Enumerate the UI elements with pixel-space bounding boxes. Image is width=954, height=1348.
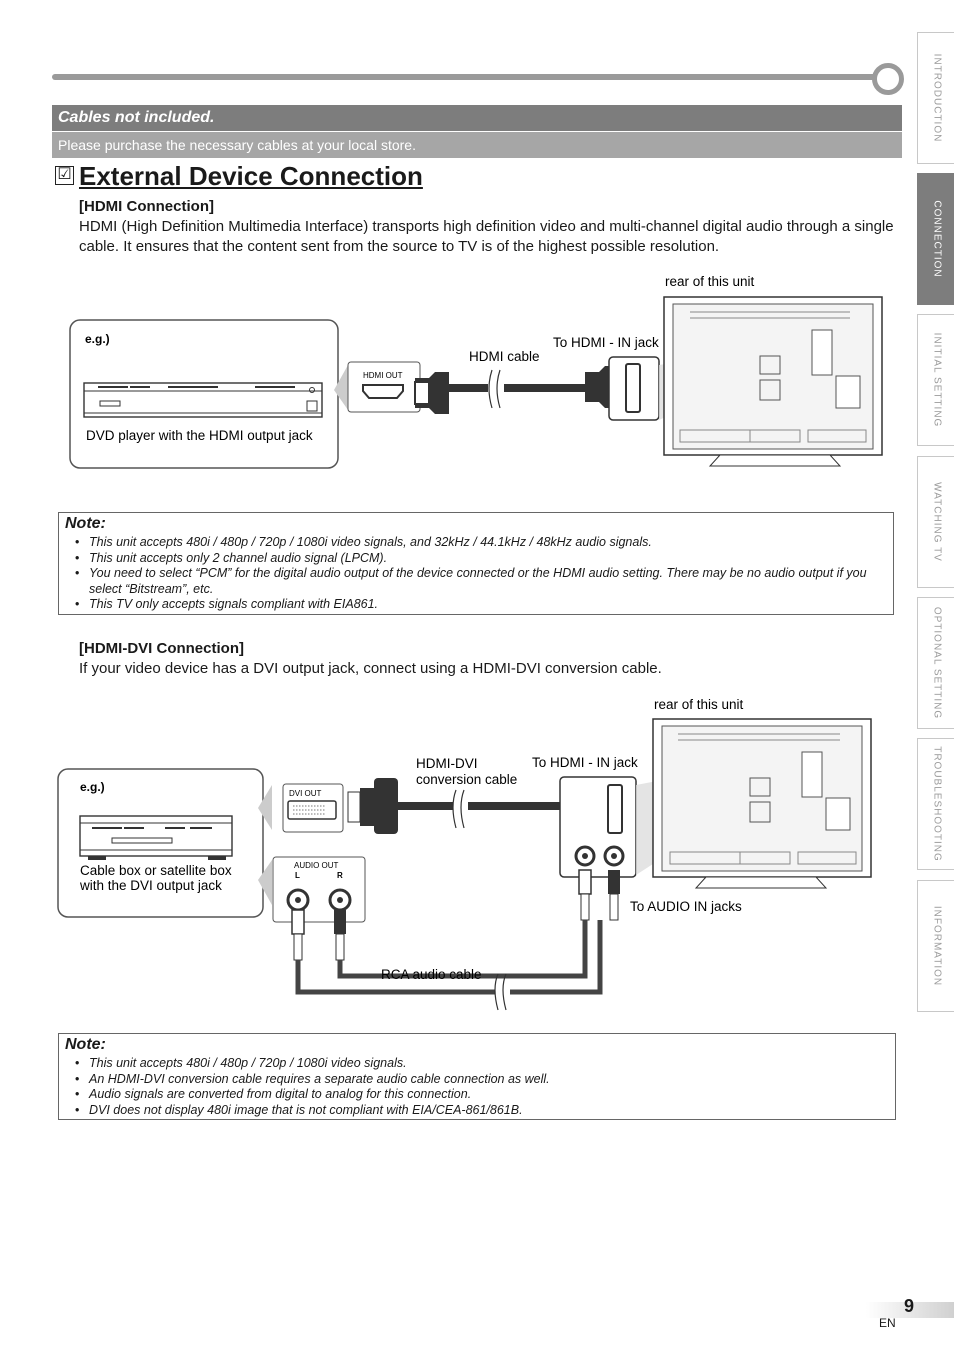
dvd-player-icon	[83, 382, 323, 418]
hdmi-in-port	[625, 363, 641, 413]
cable-box-icon	[79, 815, 233, 860]
hdmi-subhead: [HDMI Connection]	[79, 198, 214, 215]
tab-initial-setting[interactable]: INITIAL SETTING	[917, 314, 954, 446]
tab-troubleshooting[interactable]: TROUBLESHOOTING	[917, 738, 954, 870]
note-item: This TV only accepts signals compliant w…	[75, 597, 893, 613]
top-rule	[52, 74, 882, 80]
tab-label: INITIAL SETTING	[931, 332, 942, 428]
jack-label: To HDMI - IN jack	[532, 755, 638, 770]
hdmi-port-icon	[362, 384, 404, 399]
note-item: You need to select “PCM” for the digital…	[75, 566, 893, 597]
tv-jack-panel	[559, 776, 637, 878]
hdmi-dvi-connection-diagram: e.g.) Cable box or satellite box with th…	[57, 697, 872, 1011]
device-caption: DVD player with the HDMI output jack	[86, 428, 313, 443]
dvi-plug	[360, 788, 374, 826]
device-caption-line-1: Cable box or satellite box	[80, 863, 232, 878]
tab-information[interactable]: INFORMATION	[917, 880, 954, 1012]
tab-introduction[interactable]: INTRODUCTION	[917, 32, 954, 164]
tab-optional-setting[interactable]: OPTIONAL SETTING	[917, 597, 954, 729]
rca-plugs-tv	[578, 869, 620, 921]
tab-connection[interactable]: CONNECTION	[917, 173, 954, 305]
note-list: This unit accepts 480i / 480p / 720p / 1…	[65, 1056, 895, 1118]
note-dvi: Note: This unit accepts 480i / 480p / 72…	[58, 1033, 896, 1120]
cable-label: HDMI cable	[469, 349, 540, 364]
note-list: This unit accepts 480i / 480p / 720p / 1…	[65, 535, 893, 613]
callout-wedge	[334, 365, 348, 410]
audio-l-label: L	[295, 871, 300, 880]
cable-label-line-2: conversion cable	[416, 772, 517, 787]
tab-label: TROUBLESHOOTING	[931, 746, 942, 862]
top-rule-ring	[872, 63, 904, 95]
hdmi-connection-diagram: e.g.) DVD player with the HDMI output ja…	[69, 274, 883, 469]
note-item: DVI does not display 480i image that is …	[75, 1103, 895, 1119]
eg-label: e.g.)	[80, 780, 105, 794]
audio-r-label: R	[337, 871, 343, 880]
dvi-description: If your video device has a DVI output ja…	[79, 660, 662, 677]
banner-subtitle: Please purchase the necessary cables at …	[52, 132, 902, 158]
device-caption-line-2: with the DVI output jack	[79, 878, 222, 893]
rca-label: RCA audio cable	[381, 967, 482, 982]
note-item: Audio signals are converted from digital…	[75, 1087, 895, 1103]
hdmi-in-port	[607, 784, 623, 834]
checkbox-icon: ☑	[55, 166, 74, 185]
note-hdmi: Note: This unit accepts 480i / 480p / 72…	[58, 512, 894, 615]
rca-cable	[295, 920, 603, 995]
dvi-subhead: [HDMI-DVI Connection]	[79, 640, 244, 657]
audio-jacks-label: To AUDIO IN jacks	[630, 899, 742, 914]
page-language: EN	[879, 1316, 896, 1330]
tv-rear-icon	[663, 296, 883, 467]
page-number-bar	[866, 1302, 954, 1318]
tv-rear-icon	[652, 718, 872, 889]
tab-label: INFORMATION	[931, 905, 942, 987]
banner-title: Cables not included.	[52, 105, 902, 131]
cable-break	[488, 369, 501, 409]
tab-label: CONNECTION	[931, 200, 942, 278]
tab-label: INTRODUCTION	[931, 53, 942, 143]
page-title: External Device Connection	[79, 161, 423, 191]
cables-banner: Cables not included. Please purchase the…	[52, 105, 902, 158]
cable-label-line-1: HDMI-DVI	[416, 756, 478, 771]
note-item: This unit accepts 480i / 480p / 720p / 1…	[75, 1056, 895, 1072]
dvi-out-label: DVI OUT	[289, 789, 322, 798]
rear-label: rear of this unit	[654, 697, 744, 712]
tab-label: OPTIONAL SETTING	[931, 606, 942, 720]
note-item: An HDMI-DVI conversion cable requires a …	[75, 1072, 895, 1088]
audio-out-label: AUDIO OUT	[294, 861, 339, 870]
note-item: This unit accepts only 2 channel audio s…	[75, 551, 893, 567]
hdmi-description: HDMI (High Definition Multimedia Interfa…	[79, 218, 894, 255]
jack-label: To HDMI - IN jack	[553, 335, 659, 350]
tab-watching-tv[interactable]: WATCHING TV	[917, 456, 954, 588]
tab-label: WATCHING TV	[931, 482, 942, 562]
page-number: 9	[904, 1296, 915, 1316]
rca-plugs-device	[291, 909, 346, 961]
rear-label: rear of this unit	[665, 274, 755, 289]
eg-label: e.g.)	[85, 332, 110, 346]
hdmi-out-label: HDMI OUT	[363, 371, 403, 380]
note-title: Note:	[65, 1036, 106, 1053]
note-title: Note:	[65, 515, 106, 532]
note-item: This unit accepts 480i / 480p / 720p / 1…	[75, 535, 893, 551]
